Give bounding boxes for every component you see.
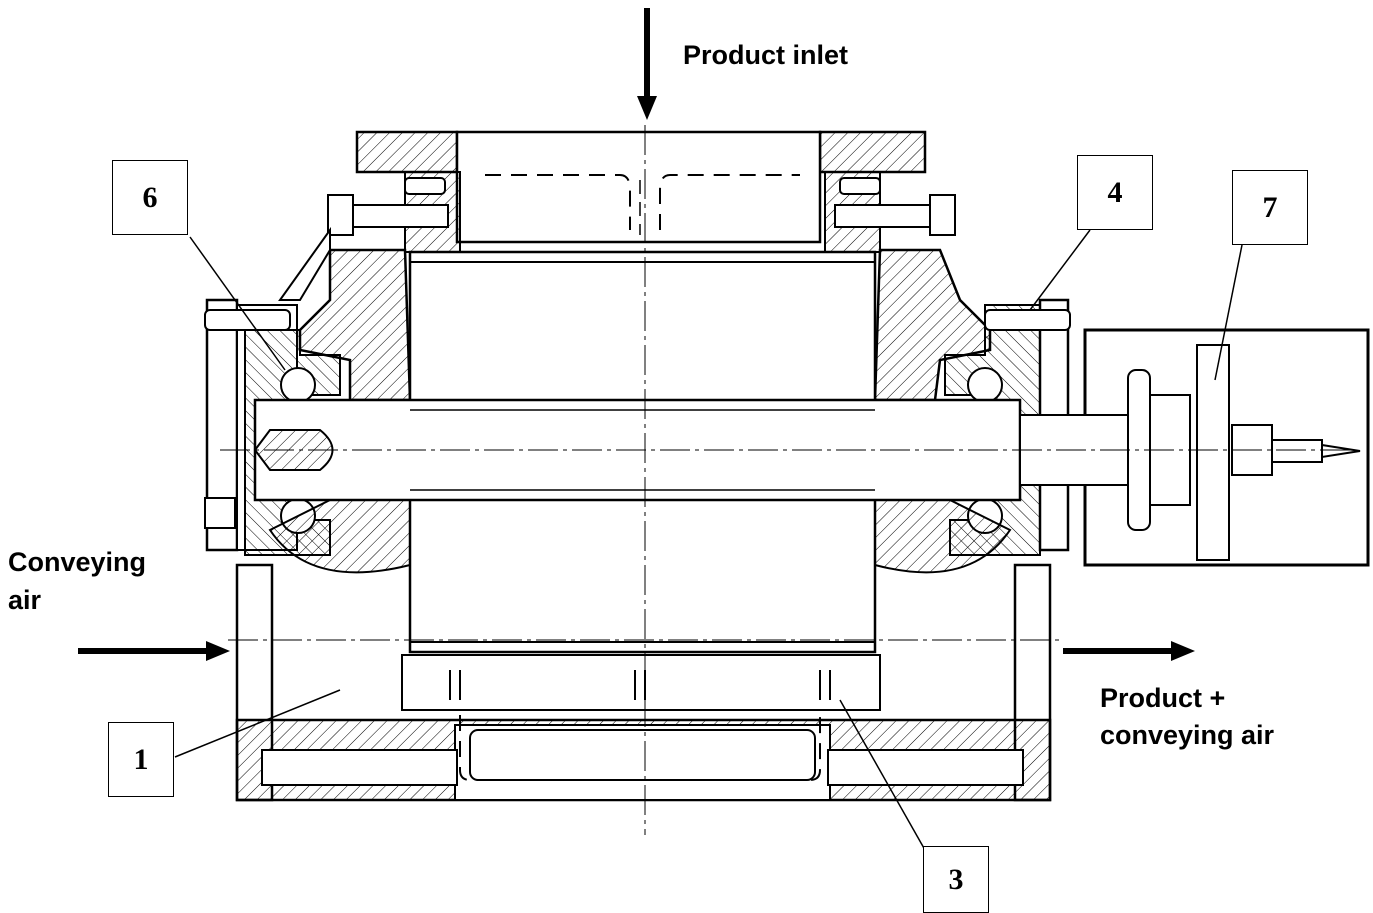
conveying-air-arrow [78, 641, 230, 661]
callout-7: 7 [1232, 170, 1308, 245]
top-bolts [327, 177, 956, 236]
conveying-air-label-line1: Conveying [8, 547, 147, 577]
callout-4: 4 [1077, 155, 1153, 230]
callout-3: 3 [923, 846, 989, 913]
outlet-label-line2: conveying air [1100, 720, 1275, 750]
leader-lines [174, 229, 1243, 851]
outlet-arrow [1063, 641, 1195, 661]
outlet-label-line1: Product + [1100, 683, 1226, 713]
conveying-air-label-line2: air [8, 585, 42, 615]
housing [235, 563, 1052, 802]
centre-lines [220, 125, 1355, 835]
inlet-flange [355, 130, 927, 253]
product-inlet-arrow [637, 8, 657, 120]
product-inlet-label: Product inlet [683, 40, 849, 70]
callout-1: 1 [108, 722, 174, 797]
drive-coupling [1019, 328, 1370, 567]
callout-6: 6 [112, 160, 188, 235]
